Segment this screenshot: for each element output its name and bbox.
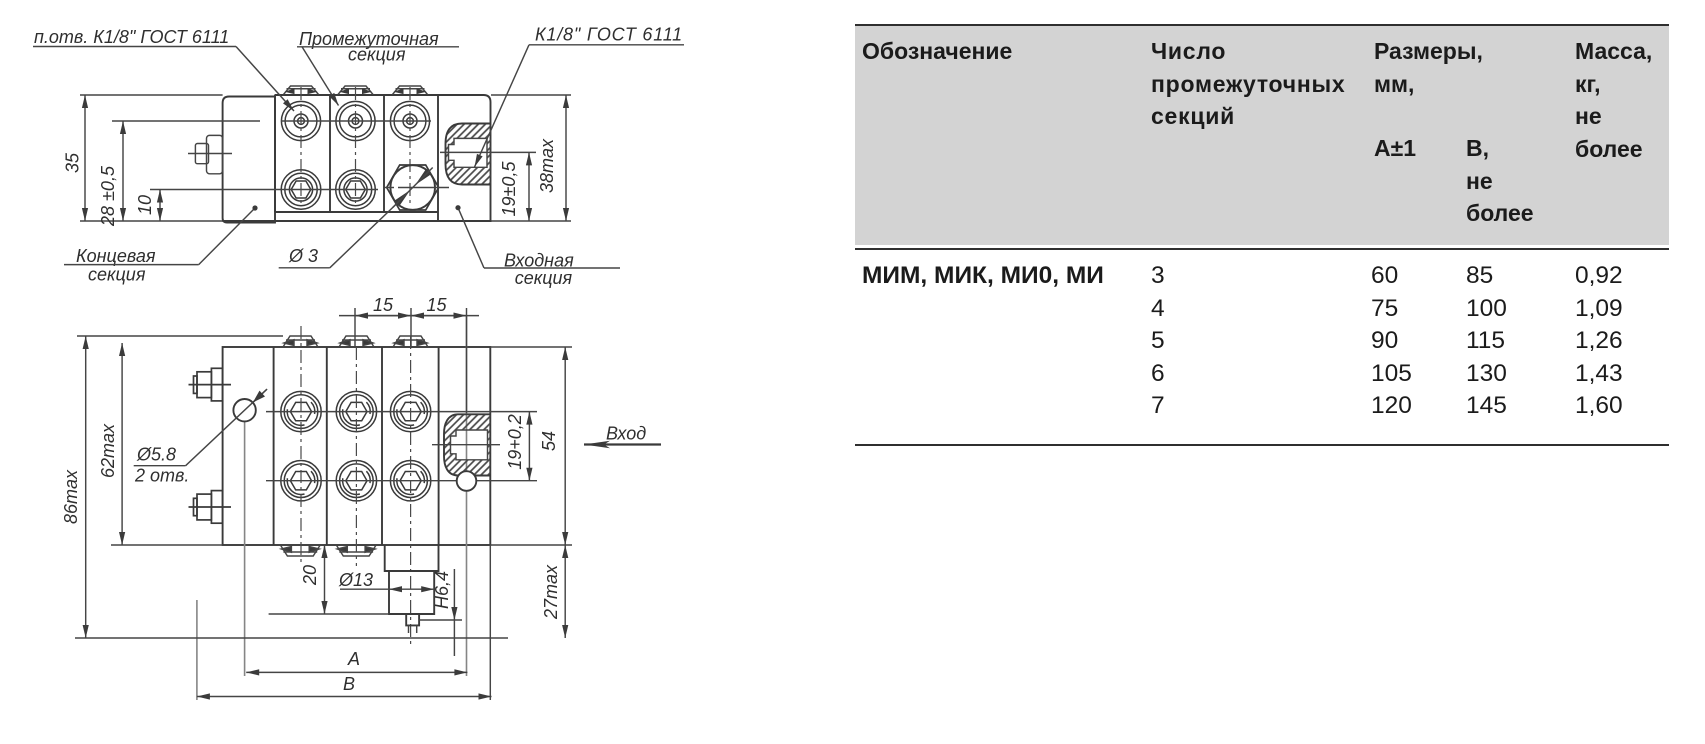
svg-text:62max: 62max <box>98 423 118 478</box>
svg-text:Входная: Входная <box>504 251 574 271</box>
svg-text:п.отв. К1/8" ГОСТ 6111: п.отв. К1/8" ГОСТ 6111 <box>34 27 229 47</box>
svg-text:86max: 86max <box>61 469 81 524</box>
svg-text:27max: 27max <box>541 564 561 620</box>
svg-text:Вход: Вход <box>606 424 646 444</box>
svg-text:Ø 3: Ø 3 <box>288 246 318 266</box>
svg-text:секция: секция <box>515 268 573 288</box>
svg-text:секция: секция <box>348 45 406 65</box>
svg-text:Концевая: Концевая <box>76 246 156 266</box>
svg-text:секция: секция <box>88 265 146 285</box>
svg-text:19+0,2: 19+0,2 <box>505 414 525 470</box>
svg-text:28 ±0,5: 28 ±0,5 <box>98 165 118 227</box>
svg-text:54: 54 <box>539 431 559 451</box>
svg-text:Н6,4: Н6,4 <box>432 571 452 609</box>
svg-text:15: 15 <box>426 295 447 315</box>
svg-text:35: 35 <box>63 152 83 173</box>
svg-text:Ø13: Ø13 <box>338 570 373 590</box>
svg-text:А: А <box>347 649 360 669</box>
svg-text:15: 15 <box>373 295 394 315</box>
svg-text:К1/8" ГОСТ 6111: К1/8" ГОСТ 6111 <box>535 25 683 45</box>
svg-text:Промежуточная: Промежуточная <box>299 29 439 49</box>
svg-text:В: В <box>343 674 355 694</box>
svg-text:Ø5.8: Ø5.8 <box>136 445 176 465</box>
svg-text:38max: 38max <box>537 138 557 193</box>
svg-text:2 отв.: 2 отв. <box>134 466 189 486</box>
svg-text:19±0,5: 19±0,5 <box>499 161 519 217</box>
svg-text:20: 20 <box>300 565 320 586</box>
svg-text:10: 10 <box>135 195 155 215</box>
